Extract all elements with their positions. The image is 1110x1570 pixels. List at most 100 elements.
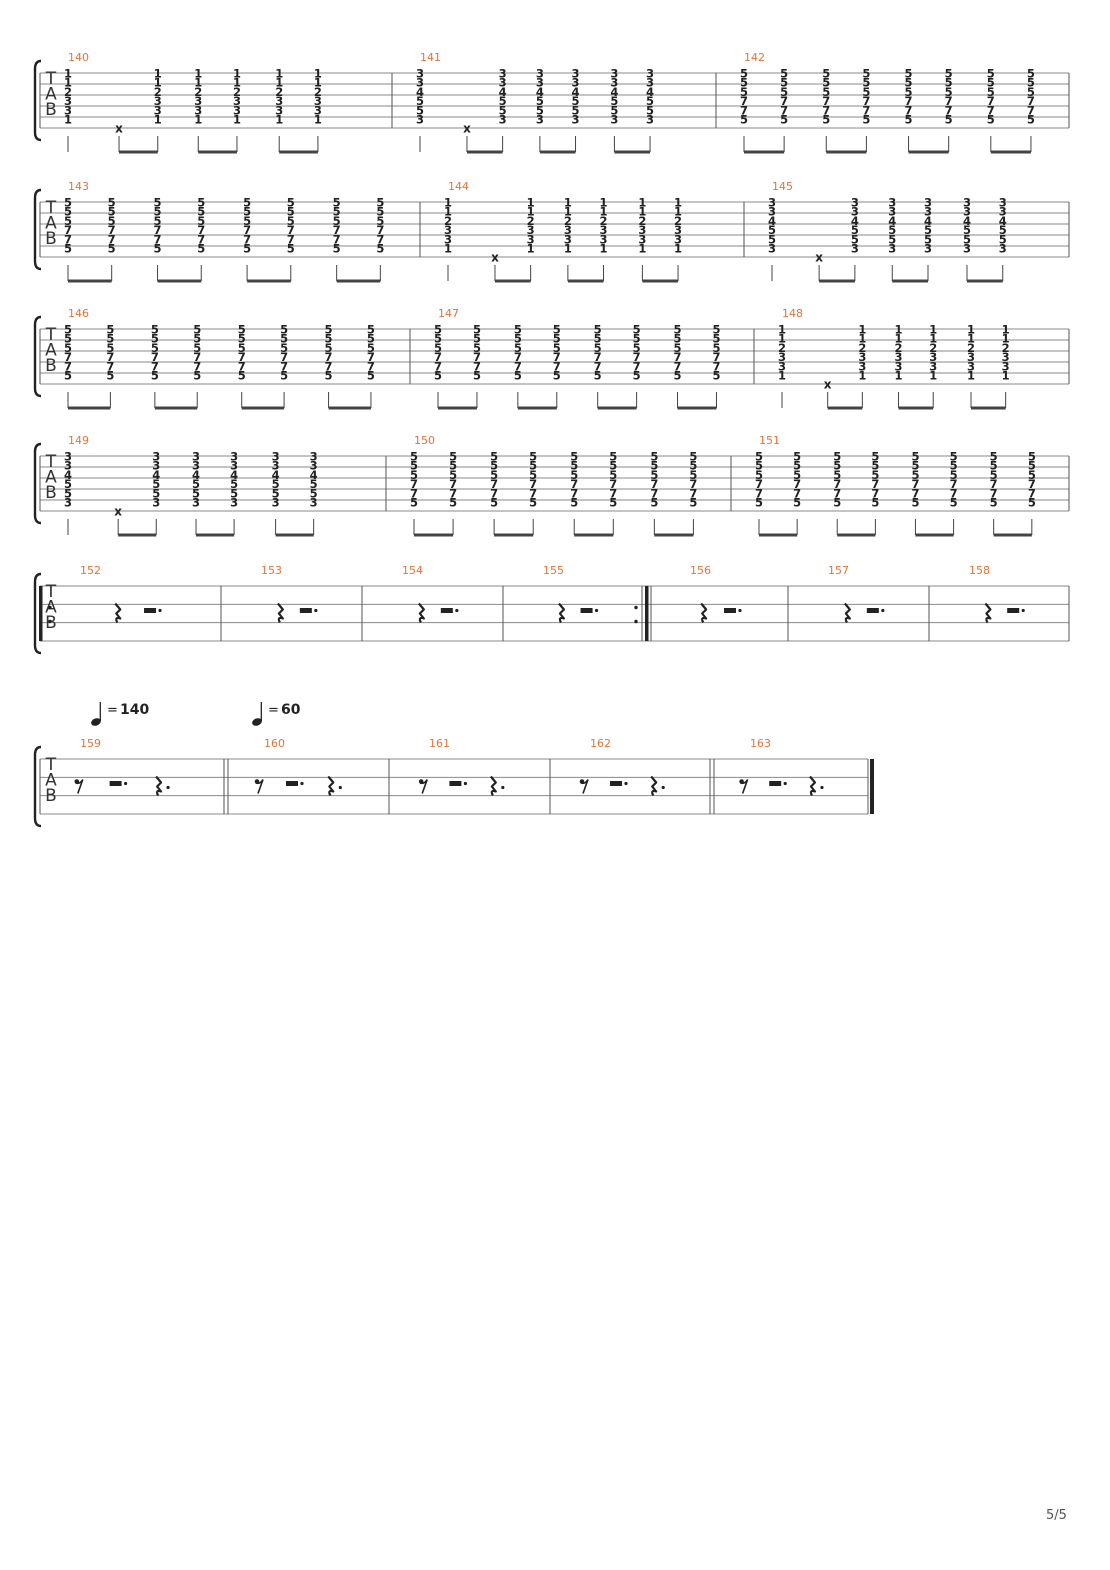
fret-number: 7	[325, 359, 333, 373]
fret-number: 3	[64, 103, 72, 117]
fret-number: 5	[609, 459, 617, 473]
fret-number: 1	[194, 76, 202, 90]
half-rest	[580, 608, 593, 613]
fret-number: 5	[1027, 113, 1035, 127]
fret-number: 7	[793, 477, 801, 491]
fret-number: 5	[594, 341, 602, 355]
fret-number: 5	[280, 369, 288, 383]
fret-number: 5	[106, 332, 114, 346]
fret-number: 5	[674, 341, 682, 355]
fret-number: 4	[230, 468, 238, 482]
fret-number: 3	[272, 496, 280, 510]
fret-number: 5	[610, 103, 618, 117]
measure-number: 155	[543, 564, 564, 577]
measure-number: 149	[68, 434, 89, 447]
system-bracket	[33, 188, 42, 271]
fret-number: 7	[950, 477, 958, 491]
fret-number: 1	[638, 205, 646, 219]
fret-number: 4	[572, 85, 580, 99]
tab-clef-letter: T	[45, 69, 57, 89]
fret-number: 2	[444, 214, 452, 228]
measure-number: 141	[420, 51, 441, 64]
fret-number: 3	[600, 232, 608, 246]
half-rest	[723, 608, 736, 613]
fret-number: 5	[650, 496, 658, 510]
fret-number: 5	[197, 214, 205, 228]
fret-number: 3	[646, 113, 654, 127]
fret-number: 1	[564, 205, 572, 219]
fret-number: 5	[833, 468, 841, 482]
fret-number: 1	[967, 332, 975, 346]
muted-note: x	[815, 251, 823, 265]
fret-number: 5	[793, 450, 801, 464]
measure-number: 158	[969, 564, 990, 577]
fret-number: 4	[64, 468, 72, 482]
fret-number: 5	[152, 486, 160, 500]
fret-number: 7	[473, 359, 481, 373]
fret-number: 5	[310, 486, 318, 500]
fret-number: 7	[197, 223, 205, 237]
tempo-marking: =140	[91, 702, 149, 726]
fret-number: 3	[572, 76, 580, 90]
fret-number: 2	[600, 214, 608, 228]
fret-number: 3	[768, 196, 776, 210]
fret-number: 5	[243, 242, 251, 256]
fret-number: 1	[638, 242, 646, 256]
fret-number: 5	[529, 450, 537, 464]
fret-number: 3	[674, 223, 682, 237]
fret-number: 5	[905, 76, 913, 90]
fret-number: 1	[674, 242, 682, 256]
fret-number: 3	[929, 359, 937, 373]
fret-number: 5	[570, 496, 578, 510]
fret-number: 2	[638, 214, 646, 228]
fret-number: 7	[609, 477, 617, 491]
fret-number: 3	[272, 459, 280, 473]
fret-number: 5	[280, 332, 288, 346]
fret-number: 7	[238, 359, 246, 373]
fret-number: 7	[151, 350, 159, 364]
fret-number: 5	[862, 113, 870, 127]
fret-number: 4	[999, 214, 1007, 228]
quarter-rest	[700, 602, 708, 623]
fret-number: 3	[999, 196, 1007, 210]
measure-number: 161	[429, 737, 450, 750]
system-bracket	[33, 745, 42, 828]
fret-number: 7	[755, 486, 763, 500]
fret-number: 5	[740, 76, 748, 90]
rest-dot	[783, 781, 787, 786]
eighth-rest	[580, 779, 589, 794]
half-rest	[109, 781, 122, 786]
fret-number: 3	[924, 196, 932, 210]
fret-number: 3	[272, 450, 280, 464]
fret-number: 7	[633, 359, 641, 373]
fret-number: 7	[990, 477, 998, 491]
quarter-rest	[809, 775, 817, 796]
fret-number: 1	[194, 67, 202, 81]
fret-number: 1	[275, 113, 283, 127]
fret-number: 5	[1028, 450, 1036, 464]
fret-number: 5	[449, 468, 457, 482]
fret-number: 5	[499, 94, 507, 108]
fret-number: 5	[572, 103, 580, 117]
fret-number: 5	[152, 477, 160, 491]
measure-number: 157	[828, 564, 849, 577]
fret-number: 3	[564, 232, 572, 246]
tab-system: TAB149334553x334553334553334553334553334…	[33, 434, 1070, 537]
half-rest	[449, 781, 462, 786]
fret-number: 3	[1002, 350, 1010, 364]
fret-number: 5	[106, 341, 114, 355]
fret-number: 1	[64, 67, 72, 81]
fret-number: 5	[610, 94, 618, 108]
fret-number: 1	[444, 242, 452, 256]
fret-number: 5	[871, 459, 879, 473]
fret-number: 7	[793, 486, 801, 500]
fret-number: 5	[376, 205, 384, 219]
fret-number: 7	[151, 359, 159, 373]
fret-number: 5	[570, 459, 578, 473]
fret-number: 5	[367, 369, 375, 383]
fret-number: 5	[924, 232, 932, 246]
fret-number: 3	[967, 350, 975, 364]
fret-number: 3	[963, 205, 971, 219]
fret-number: 7	[553, 350, 561, 364]
